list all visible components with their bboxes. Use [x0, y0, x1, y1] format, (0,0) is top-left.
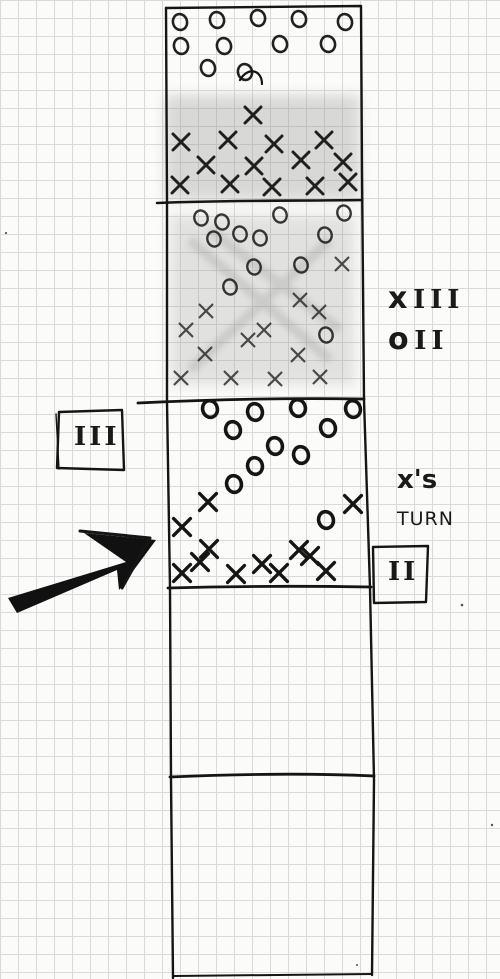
board-1-o-mark: [172, 36, 190, 55]
board-1-o-mark: [199, 58, 217, 77]
board-3-x-mark: [174, 565, 191, 582]
board-3-x-mark: [271, 565, 288, 582]
board-1-o-mark: [290, 9, 308, 28]
board-3-x-mark: [200, 494, 217, 511]
tally-x: x III: [388, 284, 464, 314]
board-divider-4: [170, 774, 374, 777]
board-3-o-mark: [225, 474, 244, 494]
board-3-o-mark: [292, 445, 311, 465]
board-3-o-mark: [201, 399, 220, 419]
right-score-box-text: II: [388, 559, 418, 585]
board-3-o-mark: [344, 399, 363, 419]
board-3-x-mark: [318, 563, 335, 580]
board-1-o-mark: [249, 8, 267, 27]
board-1-o-mark: [215, 36, 233, 55]
board-3-x-mark: [254, 556, 271, 573]
turn-line-2: TURN: [397, 510, 454, 529]
turn-arrow: [8, 531, 156, 613]
board-3-o-mark: [266, 436, 285, 456]
left-score-box-text: III: [74, 424, 120, 450]
board-3-x-mark: [174, 519, 191, 536]
turn-line-1: x's: [397, 467, 437, 493]
board-3-x-mark: [345, 496, 362, 513]
board-3-x-mark: [228, 566, 245, 583]
board-divider-2: [138, 399, 364, 403]
board-1-o-mark: [336, 12, 354, 31]
board-1-o-mark: [271, 34, 289, 53]
board-1-o-mark: [319, 34, 337, 53]
tally-o-count: II: [414, 326, 448, 356]
board-1-o-mark: [208, 10, 226, 29]
board-1-o-mark: [171, 12, 189, 31]
board-3-o-mark: [317, 510, 336, 530]
tally-x-label: x: [388, 281, 407, 316]
board-3-o-mark: [289, 398, 308, 418]
board-3-o-mark: [246, 402, 265, 422]
board-3-o-mark: [246, 456, 265, 476]
board-divider-1: [157, 200, 362, 203]
board-3-o-mark: [224, 420, 243, 440]
tally-x-count: III: [413, 285, 465, 315]
board-3-o-mark: [319, 418, 338, 438]
board-divider-3: [168, 586, 371, 588]
tally-o-label: o: [388, 322, 409, 357]
tally-o: o II: [388, 325, 449, 355]
